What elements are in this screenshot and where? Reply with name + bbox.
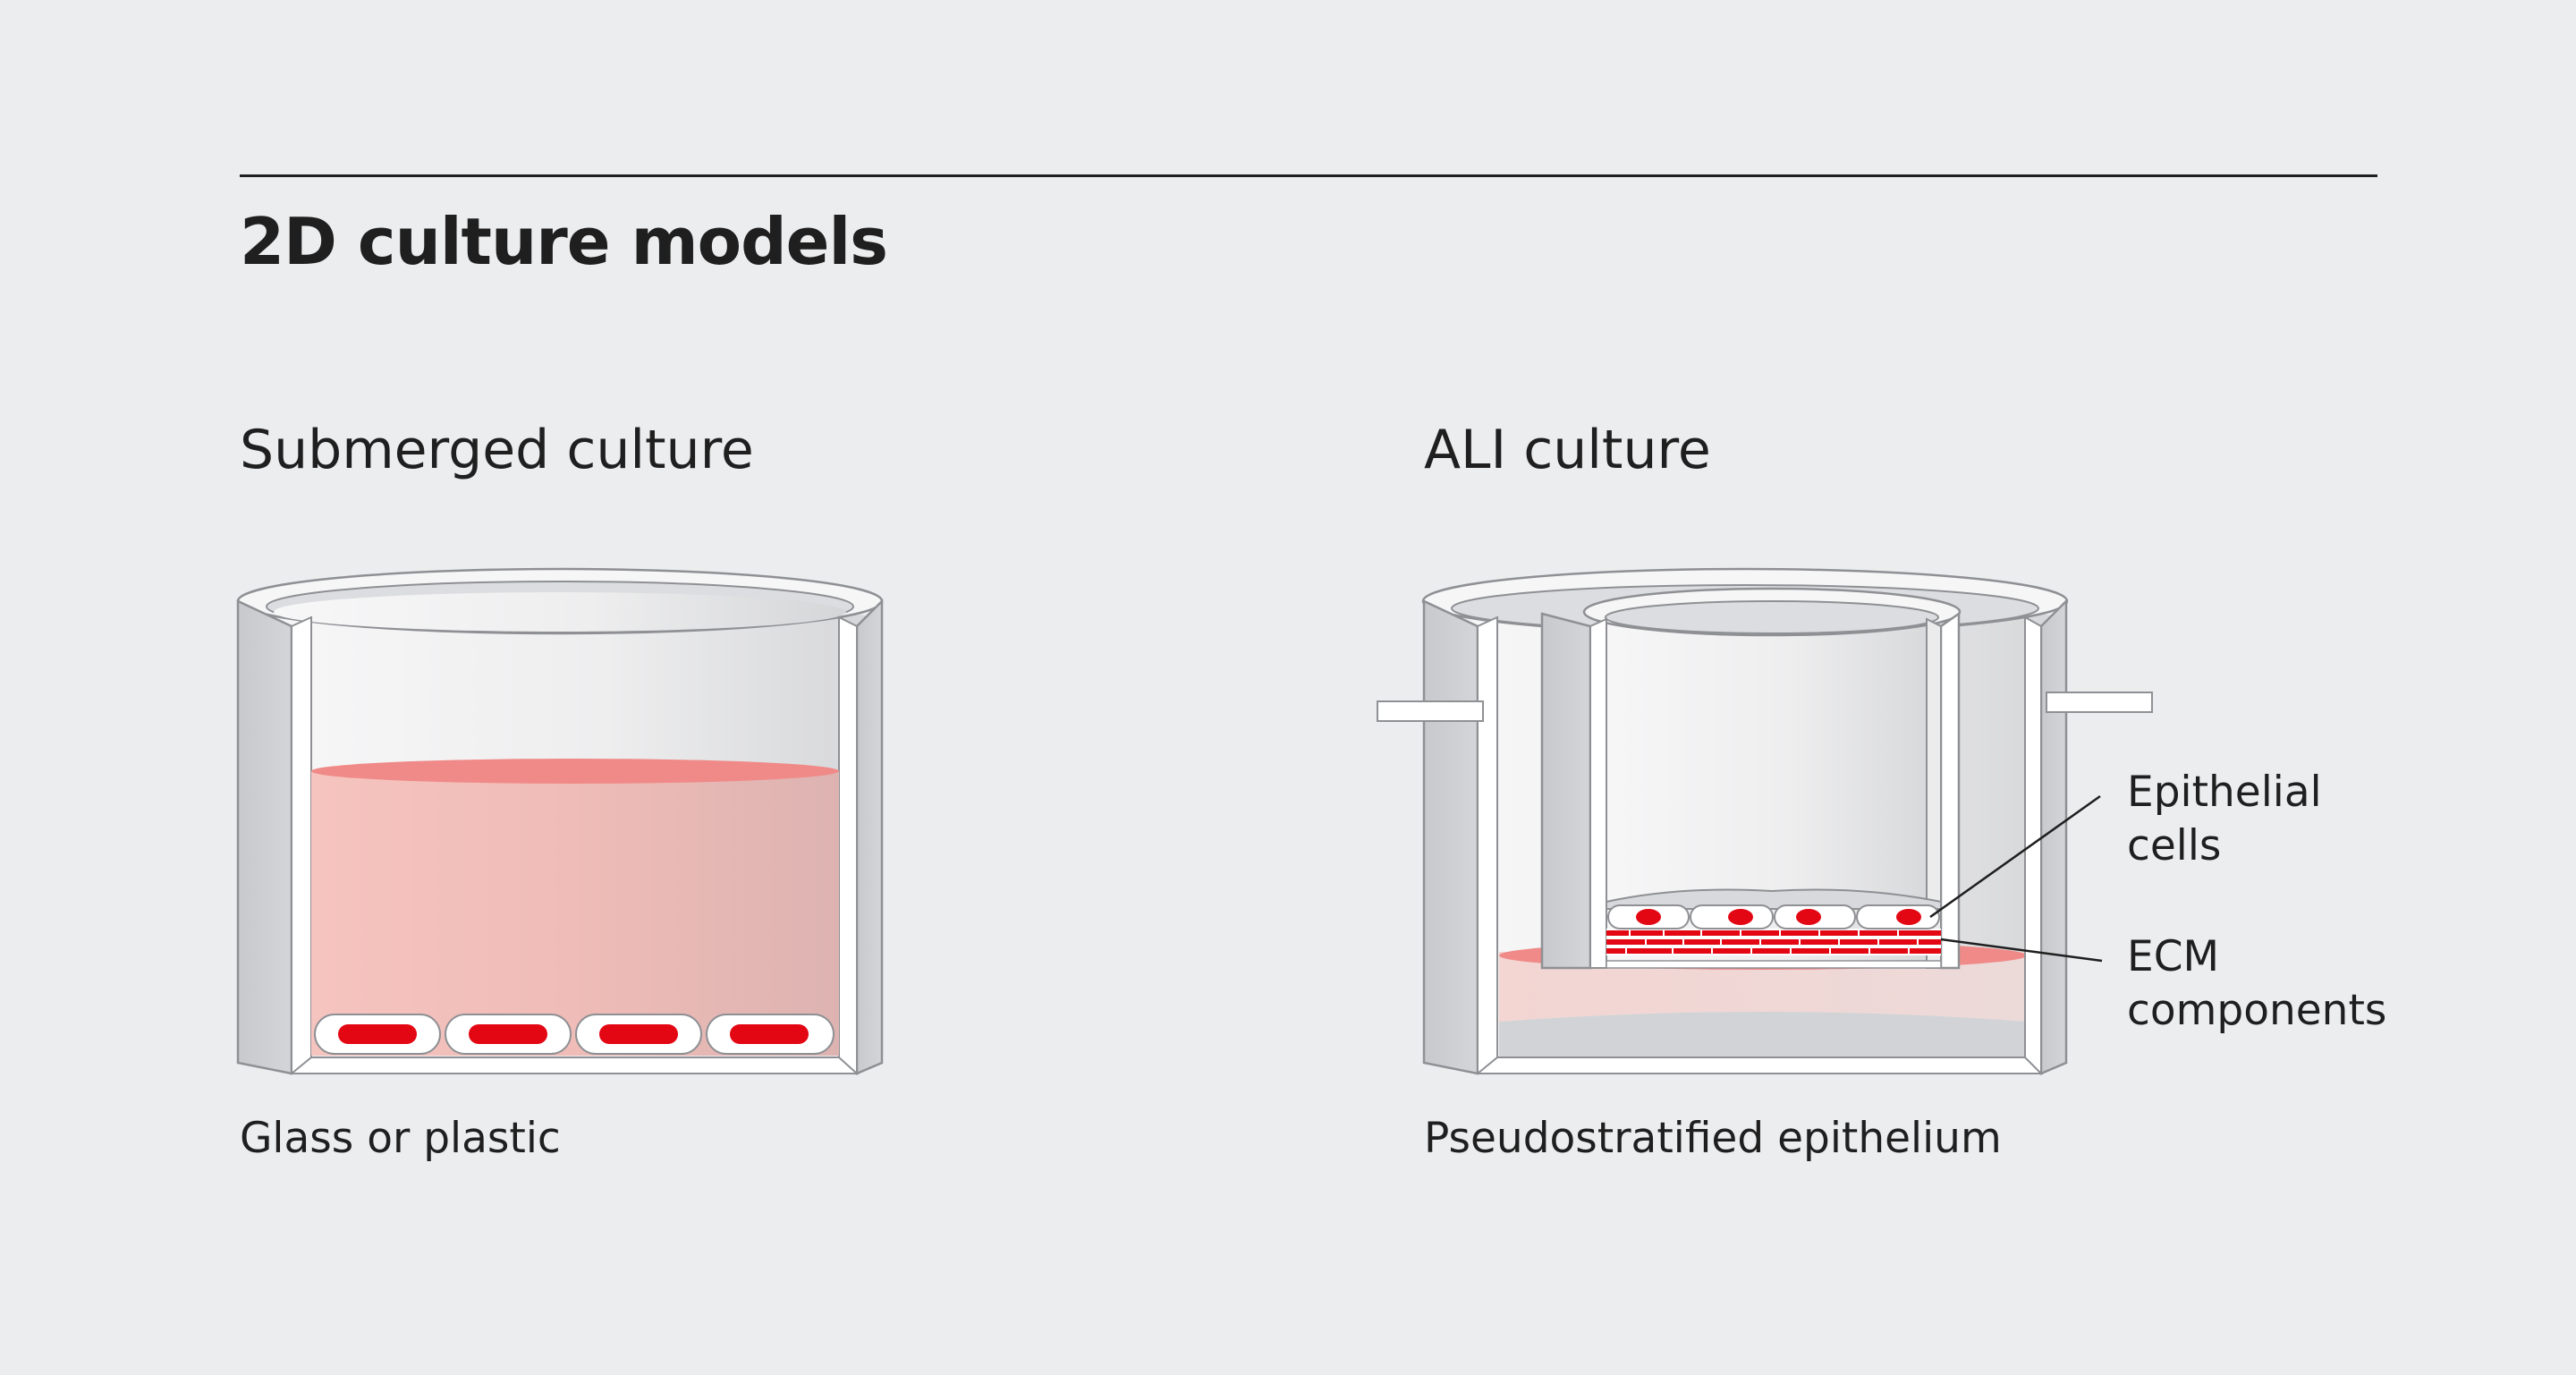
ali-well xyxy=(1377,567,2153,1075)
epithelial-label: Epithelial cells xyxy=(2127,766,2322,873)
header-rule xyxy=(240,174,2377,177)
ecm-label: ECM components xyxy=(2127,930,2386,1038)
ali-caption: Pseudostratified epithelium xyxy=(1424,1114,2002,1163)
epithelial-cells xyxy=(1606,888,1942,929)
submerged-cells xyxy=(314,1014,835,1055)
epithelial-leader-line xyxy=(1929,794,2101,919)
ecm-leader-line xyxy=(1940,938,2103,963)
ecm-label-line2: components xyxy=(2127,986,2387,1035)
epithelial-label-line2: cells xyxy=(2127,821,2222,870)
ecm-label-line1: ECM xyxy=(2127,932,2220,981)
page-title: 2D culture models xyxy=(240,204,888,279)
epithelial-label-line1: Epithelial xyxy=(2127,768,2322,817)
ali-heading: ALI culture xyxy=(1424,419,1711,481)
submerged-heading: Submerged culture xyxy=(240,419,754,481)
submerged-dish xyxy=(236,567,884,1075)
submerged-caption: Glass or plastic xyxy=(240,1114,561,1163)
ecm-layer xyxy=(1606,929,1941,955)
